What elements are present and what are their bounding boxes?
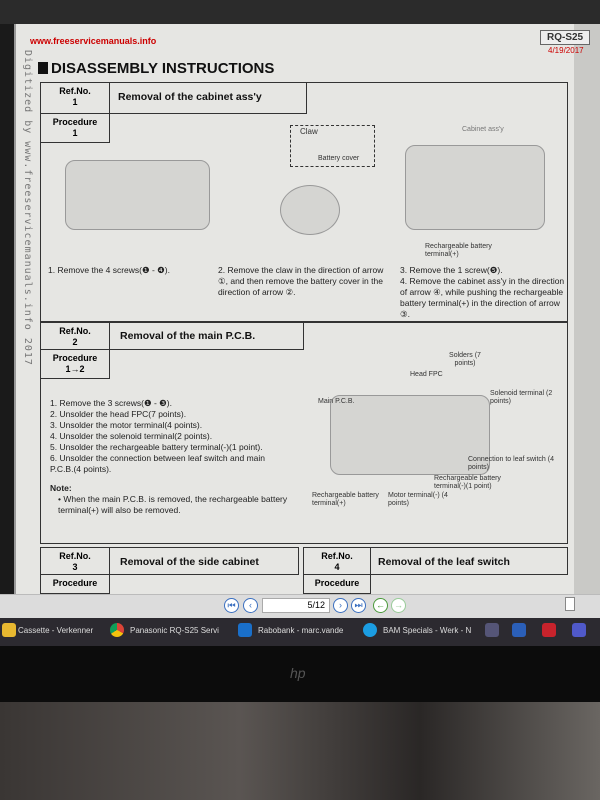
next-page-button[interactable]: › [333, 598, 348, 613]
step-1-1: 1. Remove the 4 screws(❶ - ❹). [48, 265, 170, 275]
label-battery-plus: Rechargeable battery terminal(+) [312, 492, 379, 507]
first-page-button[interactable]: ⏮ [224, 598, 239, 613]
chrome-icon[interactable] [110, 623, 124, 637]
taskbar-item-outlook[interactable]: Rabobank - marc.vande [258, 626, 344, 635]
label-head-fpc: Head FPC [410, 371, 443, 378]
step-2-2: 2. Unsolder the head FPC(7 points). [50, 409, 187, 419]
label-main-pcb: Main P.C.B. [318, 398, 355, 405]
label-solenoid: Solenoid terminal (2 points) [490, 390, 553, 405]
step-2-3: 3. Unsolder the motor terminal(4 points)… [50, 420, 203, 430]
monitor-bezel [0, 646, 600, 702]
claw-diagram [280, 185, 340, 235]
procedure-3: Procedure [40, 574, 110, 594]
document-date: 4/19/2017 [548, 46, 584, 55]
section-heading-4: Removal of the leaf switch [378, 556, 510, 568]
ref-no-1: Ref.No.1 [40, 82, 110, 114]
page-title: DISASSEMBLY INSTRUCTIONS [38, 60, 274, 77]
cabinet-diagram-1 [65, 160, 210, 230]
cabinet-diagram-2 [405, 145, 545, 230]
step-1-4: 4. Remove the cabinet ass'y in the direc… [400, 276, 565, 319]
heading-box-1 [109, 82, 307, 114]
pcb-diagram [330, 395, 490, 475]
label-battery-cover: Battery cover [318, 155, 360, 162]
taskbar [0, 618, 600, 646]
step-2-5: 5. Unsolder the rechargeable battery ter… [50, 442, 263, 452]
outlook-icon[interactable] [238, 623, 252, 637]
heading-box-4 [370, 547, 568, 575]
logo-app-icon[interactable] [485, 623, 499, 637]
note-label: Note: [50, 483, 72, 493]
forward-button[interactable]: → [391, 598, 406, 613]
step-2-1: 1. Remove the 3 screws(❶ - ❸). [50, 398, 172, 408]
teams-icon[interactable] [572, 623, 586, 637]
label-leaf-switch: Connection to leaf switch (4 points) [468, 456, 554, 471]
section-heading-2: Removal of the main P.C.B. [120, 330, 256, 342]
label-claw: Claw [300, 127, 318, 136]
label-solders: Solders (7 points) [449, 352, 481, 367]
viewer-sidebar [574, 24, 600, 594]
file-explorer-icon[interactable] [2, 623, 16, 637]
ref-no-3: Ref.No.3 [40, 547, 110, 575]
section-heading-3: Removal of the side cabinet [120, 556, 259, 568]
claw-detail [290, 125, 375, 167]
note-text: • When the main P.C.B. is removed, the r… [58, 494, 288, 515]
step-1-3: 3. Remove the 1 screw(❺). [400, 265, 503, 275]
label-battery-minus: Rechargeable battery terminal(-)(1 point… [434, 475, 501, 490]
steps-2: 1. Remove the 3 screws(❶ - ❸). 2. Unsold… [50, 398, 290, 516]
page-view-icon[interactable] [565, 597, 575, 611]
section-2-box [40, 322, 568, 544]
last-page-button[interactable]: ⏭ [351, 598, 366, 613]
edge-icon[interactable] [363, 623, 377, 637]
watermark: Digitized by www.freeservicemanuals.info… [22, 50, 33, 366]
back-button[interactable]: ← [373, 598, 388, 613]
step-1-2: 2. Remove the claw in the direction of a… [218, 265, 384, 297]
hp-logo: hp [290, 665, 306, 681]
label-motor-terminal: Motor terminal(-) (4 points) [388, 492, 448, 507]
heading-box-3 [109, 547, 299, 575]
desk-background [0, 702, 600, 800]
step-2-4: 4. Unsolder the solenoid terminal(2 poin… [50, 431, 213, 441]
pdf-page [14, 24, 574, 594]
taskbar-item-chrome[interactable]: Panasonic RQ-S25 Servi [130, 626, 219, 635]
taskbar-item-edge[interactable]: BAM Specials - Werk - N [383, 626, 472, 635]
source-url: www.freeservicemanuals.info [30, 36, 157, 46]
browser-tab-strip [0, 0, 600, 24]
label-cabinet-assy: Cabinet ass'y [462, 126, 504, 133]
taskbar-item-explorer[interactable]: Cassette - Verkenner [18, 626, 94, 635]
label-battery-terminal-plus: Rechargeable battery terminal(+) [425, 243, 492, 258]
ref-no-2: Ref.No.2 [40, 322, 110, 350]
heading-box-2 [109, 322, 304, 350]
page-number-input[interactable]: 5/12 [262, 598, 330, 613]
word-icon[interactable] [512, 623, 526, 637]
ref-no-4: Ref.No.4 [303, 547, 371, 575]
step-2-6: 6. Unsolder the connection between leaf … [50, 453, 265, 474]
procedure-4: Procedure [303, 574, 371, 594]
previous-page-button[interactable]: ‹ [243, 598, 258, 613]
model-number: RQ-S25 [540, 30, 591, 45]
acrobat-icon[interactable] [542, 623, 556, 637]
section-heading-1: Removal of the cabinet ass'y [118, 91, 262, 103]
